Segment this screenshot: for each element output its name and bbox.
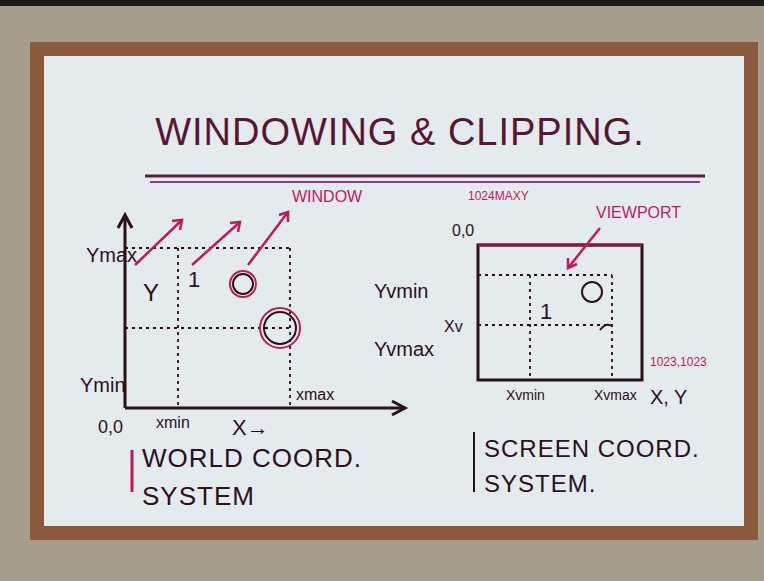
note-label: 1024MAXY bbox=[468, 190, 529, 203]
axis-label: Xvmax bbox=[594, 388, 637, 403]
axis-label: Y bbox=[143, 280, 159, 306]
axis-label: Ymin bbox=[80, 374, 126, 396]
note-label: 1023,1023 bbox=[650, 356, 707, 369]
callout-number: 1 bbox=[540, 300, 552, 324]
board-title: WINDOWING & CLIPPING. bbox=[60, 112, 740, 154]
axis-label: xmin bbox=[156, 414, 190, 432]
axis-label: Ymax bbox=[86, 244, 137, 266]
axis-label: Yvmin bbox=[374, 280, 428, 302]
caption-text: WORLD COORD. SYSTEM bbox=[142, 440, 372, 515]
axis-label: xmax bbox=[296, 386, 334, 404]
caption-text: SCREEN COORD. SYSTEM. bbox=[484, 432, 734, 502]
axis-label: Xvmin bbox=[506, 388, 545, 403]
axis-label: X→ bbox=[232, 416, 269, 440]
callout-label: VIEWPORT bbox=[596, 204, 681, 222]
origin-label: 0,0 bbox=[452, 222, 474, 240]
axis-label: Yvmax bbox=[374, 338, 434, 360]
callout-number: 1 bbox=[188, 268, 200, 292]
origin-label: 0,0 bbox=[98, 418, 123, 438]
axis-label: Xv bbox=[444, 318, 463, 336]
callout-label: WINDOW bbox=[292, 188, 362, 206]
axis-label: X, Y bbox=[650, 386, 687, 408]
